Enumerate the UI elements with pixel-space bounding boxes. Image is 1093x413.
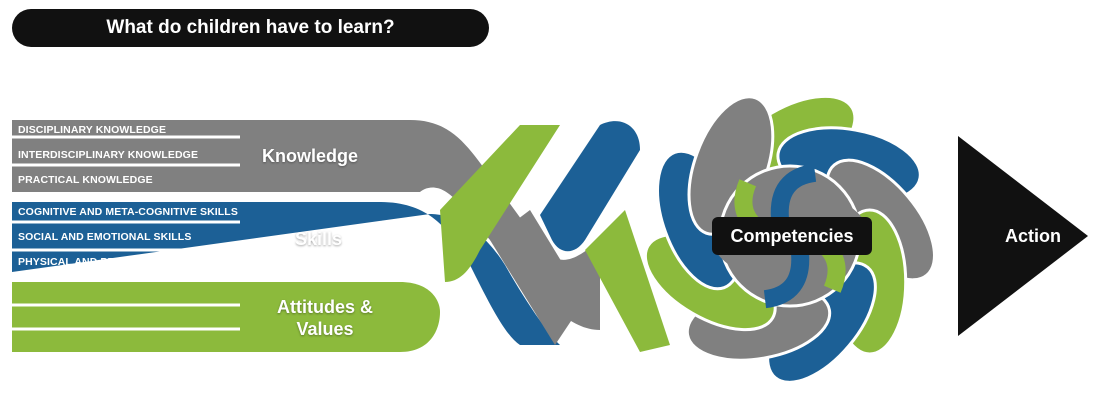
skills-label: Skills (295, 229, 343, 249)
skills-item-1: COGNITIVE AND META-COGNITIVE SKILLS (18, 206, 238, 218)
skills-band (12, 202, 560, 345)
skills-item-2: SOCIAL AND EMOTIONAL SKILLS (18, 231, 192, 243)
braid-blue-twist (540, 121, 640, 252)
skills-item-3: PHYSICAL AND PRACTICAL SKILLS (18, 256, 203, 268)
attitudes-label-line-2: Values (296, 319, 354, 339)
action-label: Action (1005, 226, 1061, 246)
attitudes-label: Attitudes & Values (262, 296, 388, 340)
knowledge-item-3: PRACTICAL KNOWLEDGE (18, 174, 153, 186)
knowledge-label: Knowledge (262, 146, 359, 166)
attitudes-label-line-1: Attitudes & (277, 297, 373, 317)
competencies-label: Competencies (712, 217, 872, 255)
strand-dividers (12, 135, 240, 331)
knowledge-band (12, 120, 600, 330)
braid-grey-twist (490, 210, 585, 345)
attitudes-band (12, 282, 440, 352)
knowledge-item-2: INTERDISCIPLINARY KNOWLEDGE (18, 149, 199, 161)
braid-green-twist (440, 125, 560, 282)
rosette-swirl (763, 252, 810, 309)
knowledge-item-1: DISCIPLINARY KNOWLEDGE (18, 124, 167, 136)
action-arrow (958, 136, 1088, 336)
page-title: What do children have to learn? (12, 9, 489, 47)
rosette-swirl (770, 163, 817, 220)
braid-green-twist-2 (585, 210, 670, 352)
